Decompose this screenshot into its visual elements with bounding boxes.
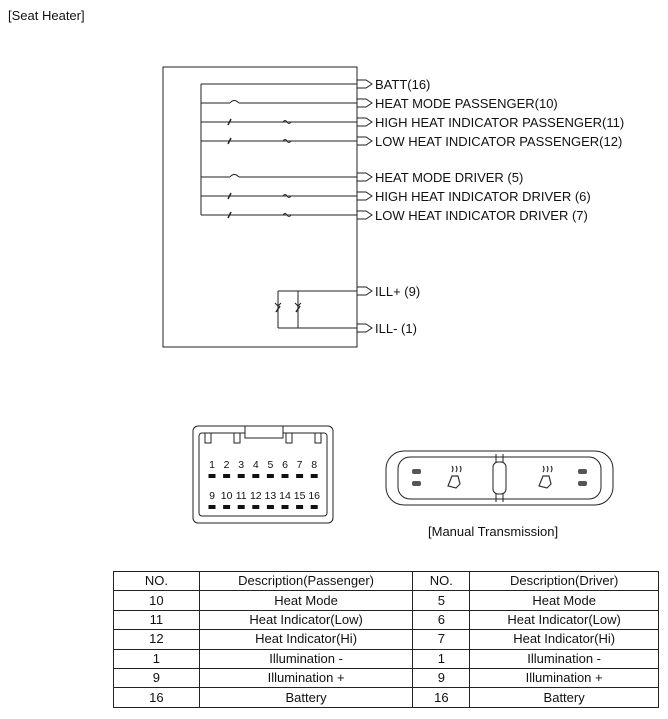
terminal-label-ill-plus: ILL+ (9) xyxy=(375,284,420,299)
connector-pin xyxy=(252,474,260,478)
driver-indicator-leds xyxy=(578,469,587,486)
table-row: 12 Heat Indicator(Hi) 7 Heat Indicator(H… xyxy=(113,629,659,650)
connector-pin-number: 7 xyxy=(297,459,303,471)
connector-pin-number: 1 xyxy=(209,459,215,471)
passenger-seat-heat-icon xyxy=(447,465,462,489)
terminal-label-low-heat-passenger: LOW HEAT INDICATOR PASSENGER(12) xyxy=(375,134,622,149)
table-cell: 16 xyxy=(412,687,471,708)
table-cell: Heat Mode xyxy=(198,590,414,611)
table-cell: Battery xyxy=(198,687,414,708)
connector-pin-number: 9 xyxy=(209,490,215,502)
connector-pin xyxy=(208,505,216,509)
terminal-label-high-heat-passenger: HIGH HEAT INDICATOR PASSENGER(11) xyxy=(375,115,624,130)
connector-latch xyxy=(244,425,284,439)
connector-pin-number: 12 xyxy=(250,490,262,502)
connector-pin xyxy=(237,474,245,478)
table-cell: 1 xyxy=(412,648,471,669)
terminal-arrows xyxy=(357,79,373,333)
connector-pin xyxy=(252,505,260,509)
table-cell: 9 xyxy=(113,667,200,689)
connector-pin-number: 6 xyxy=(282,459,288,471)
table-cell: Heat Mode xyxy=(469,590,659,611)
table-row: 1 Illumination - 1 Illumination - xyxy=(113,648,659,669)
connector-pin xyxy=(223,505,231,509)
connector-pin xyxy=(296,505,304,509)
connector-pin-number: 2 xyxy=(224,459,230,471)
connector-pin xyxy=(296,474,304,478)
table-row: 11 Heat Indicator(Low) 6 Heat Indicator(… xyxy=(113,609,659,631)
table-cell: Illumination + xyxy=(198,667,414,689)
connector-pin xyxy=(281,474,289,478)
terminal-label-heat-mode-driver: HEAT MODE DRIVER (5) xyxy=(375,170,523,185)
table-cell: 5 xyxy=(412,590,471,611)
connector-pin xyxy=(310,505,318,509)
connector-pin xyxy=(208,474,216,478)
terminal-label-batt: BATT(16) xyxy=(375,77,430,92)
low-heat-indicator-driver-circuit xyxy=(201,211,357,219)
connector-pin xyxy=(281,505,289,509)
table-cell: Illumination + xyxy=(469,667,659,689)
table-cell: 6 xyxy=(412,609,471,631)
connector-pin-number: 10 xyxy=(221,490,233,502)
table-cell: Illumination - xyxy=(198,648,414,669)
terminal-label-heat-mode-passenger: HEAT MODE PASSENGER(10) xyxy=(375,96,558,111)
connector-pin-number: 14 xyxy=(279,490,291,502)
switch-module-box xyxy=(162,66,358,348)
header-no-driver: NO. xyxy=(412,570,471,592)
connector-pin xyxy=(223,474,231,478)
driver-seat-heat-icon xyxy=(538,465,553,489)
passenger-indicator-leds xyxy=(412,469,421,486)
connector-pin-number: 16 xyxy=(308,490,320,502)
pin-description-table: NO. Description(Passenger) NO. Descripti… xyxy=(113,570,659,708)
table-cell: Illumination - xyxy=(469,648,659,669)
table-cell: Heat Indicator(Low) xyxy=(469,609,659,631)
table-row: 16 Battery 16 Battery xyxy=(113,687,659,708)
connector-pin xyxy=(310,474,318,478)
header-description-driver: Description(Driver) xyxy=(469,570,659,592)
table-cell: Heat Indicator(Hi) xyxy=(469,629,659,650)
connector-pin-marks xyxy=(208,474,318,509)
table-cell: Heat Indicator(Hi) xyxy=(198,629,414,650)
table-cell: 16 xyxy=(113,687,200,708)
connector-pin-number: 5 xyxy=(267,459,273,471)
connector-pin-number: 3 xyxy=(238,459,244,471)
table-header-row: NO. Description(Passenger) NO. Descripti… xyxy=(113,570,659,592)
terminal-label-ill-minus: ILL- (1) xyxy=(375,321,417,336)
heat-mode-passenger-circuit xyxy=(201,100,357,104)
connector-pin-number: 11 xyxy=(236,490,247,502)
table-cell: 12 xyxy=(113,629,200,650)
connector-pin-number: 8 xyxy=(311,459,317,471)
high-heat-indicator-driver-circuit xyxy=(201,192,357,200)
connector-pin-number: 15 xyxy=(294,490,306,502)
table-cell: Battery xyxy=(469,687,659,708)
switch-caption: [Manual Transmission] xyxy=(428,524,559,539)
seat-heater-switch-panel xyxy=(385,450,614,506)
heat-mode-driver-circuit xyxy=(201,174,357,178)
table-row: 9 Illumination + 9 Illumination + xyxy=(113,667,659,689)
illumination-circuit xyxy=(274,290,357,329)
terminal-label-low-heat-driver: LOW HEAT INDICATOR DRIVER (7) xyxy=(375,208,588,223)
table-row: 10 Heat Mode 5 Heat Mode xyxy=(113,590,659,611)
connector-pin-number: 4 xyxy=(253,459,259,471)
table-cell: 11 xyxy=(113,609,200,631)
connector-pin xyxy=(266,474,274,478)
connector-pin xyxy=(237,505,245,509)
header-description-passenger: Description(Passenger) xyxy=(198,570,414,592)
header-no-passenger: NO. xyxy=(113,570,200,592)
high-heat-indicator-passenger-circuit xyxy=(201,118,357,126)
low-heat-indicator-passenger-circuit xyxy=(201,137,357,145)
table-cell: Heat Indicator(Low) xyxy=(198,609,414,631)
table-cell: 7 xyxy=(412,629,471,650)
table-cell: 1 xyxy=(113,648,200,669)
section-title: [Seat Heater] xyxy=(8,8,85,23)
table-cell: 9 xyxy=(412,667,471,689)
table-cell: 10 xyxy=(113,590,200,611)
terminal-label-high-heat-driver: HIGH HEAT INDICATOR DRIVER (6) xyxy=(375,189,591,204)
connector-pin xyxy=(266,505,274,509)
connector-pin-number: 13 xyxy=(265,490,277,502)
